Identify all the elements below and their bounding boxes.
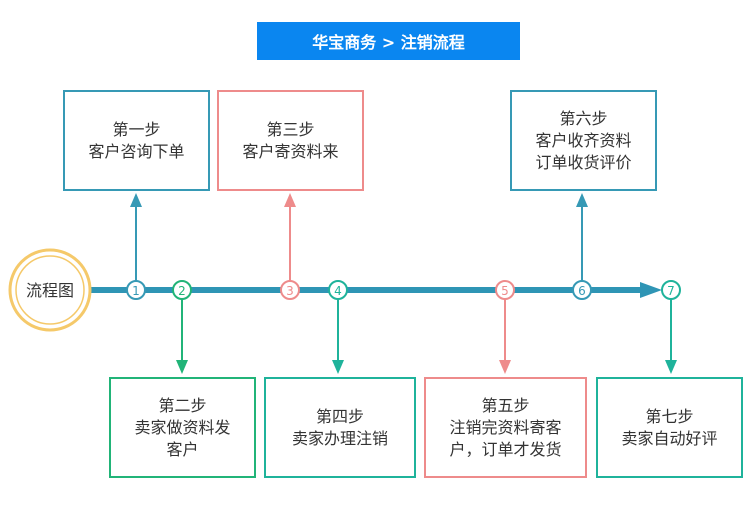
page-title: 华宝商务 > 注销流程	[257, 22, 520, 60]
arrow-step-2	[176, 360, 188, 374]
marker-4-label: 4	[334, 284, 342, 298]
step-6-title: 第六步	[559, 108, 608, 128]
step-6-box: 第六步 客户收齐资料 订单收货评价	[510, 90, 657, 191]
step-6-line-1: 客户收齐资料	[535, 130, 632, 150]
step-6-line-2: 订单收货评价	[535, 152, 632, 172]
marker-3: 3	[280, 280, 300, 300]
marker-5: 5	[495, 280, 515, 300]
start-label: 流程图	[26, 281, 74, 300]
marker-7-label: 7	[667, 284, 675, 298]
step-1-line-1: 客户咨询下单	[88, 141, 185, 161]
step-4-line-1: 卖家办理注销	[291, 428, 388, 448]
marker-5-label: 5	[501, 284, 509, 298]
step-2-box: 第二步 卖家做资料发 客户	[109, 377, 256, 478]
step-2-line-1: 卖家做资料发	[134, 417, 231, 437]
step-1-box: 第一步 客户咨询下单	[63, 90, 210, 191]
arrow-step-4	[332, 360, 344, 374]
marker-2-label: 2	[178, 284, 186, 298]
step-5-line-1: 注销完资料寄客	[449, 417, 562, 437]
step-7-box: 第七步 卖家自动好评	[596, 377, 743, 478]
marker-1: 1	[126, 280, 146, 300]
timeline-arrow-head	[640, 282, 662, 298]
marker-6: 6	[572, 280, 592, 300]
step-3-box: 第三步 客户寄资料来	[217, 90, 364, 191]
step-5-title: 第五步	[481, 395, 530, 415]
arrow-step-3	[284, 193, 296, 207]
marker-6-label: 6	[578, 284, 586, 298]
marker-3-label: 3	[286, 284, 294, 298]
step-7-line-1: 卖家自动好评	[621, 428, 718, 448]
arrow-step-5	[499, 360, 511, 374]
step-2-line-2: 客户	[166, 439, 199, 459]
step-3-line-1: 客户寄资料来	[242, 141, 339, 161]
arrow-step-1	[130, 193, 142, 207]
step-2-title: 第二步	[158, 395, 207, 415]
step-4-title: 第四步	[315, 406, 364, 426]
marker-7: 7	[661, 280, 681, 300]
step-3-title: 第三步	[266, 119, 315, 139]
marker-2: 2	[172, 280, 192, 300]
marker-4: 4	[328, 280, 348, 300]
marker-1-label: 1	[132, 284, 140, 298]
step-5-line-2: 户，订单才发货	[449, 439, 562, 459]
step-1-title: 第一步	[112, 119, 161, 139]
arrow-step-7	[665, 360, 677, 374]
step-5-box: 第五步 注销完资料寄客 户，订单才发货	[424, 377, 587, 478]
step-7-title: 第七步	[645, 406, 694, 426]
start-circle-inner	[15, 255, 85, 325]
step-4-box: 第四步 卖家办理注销	[264, 377, 416, 478]
arrow-step-6	[576, 193, 588, 207]
